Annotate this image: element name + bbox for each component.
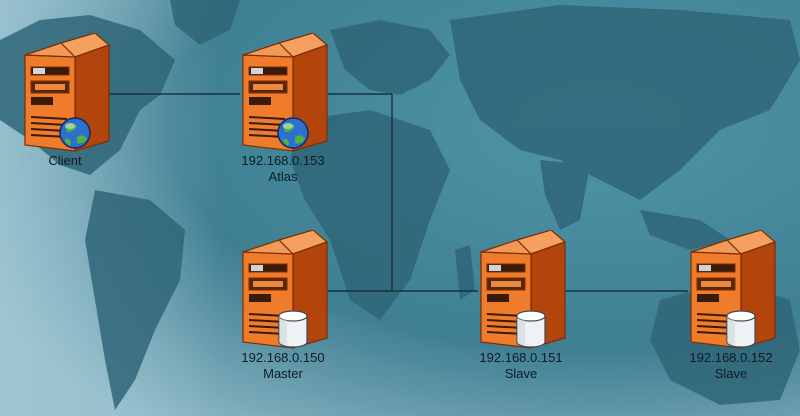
continent-africa (290, 110, 450, 320)
server-role-label: Slave (714, 366, 748, 381)
globe-icon (277, 117, 309, 149)
continent-asia (450, 5, 800, 200)
database-icon (278, 310, 308, 348)
server-ip-label: 192.168.0.150 (241, 350, 325, 365)
server-icon (480, 230, 567, 349)
server-icon (242, 33, 329, 152)
continent-south-america (85, 190, 185, 410)
globe-icon (59, 117, 91, 149)
server-role-label: Client (48, 153, 82, 168)
server-icon (690, 230, 777, 349)
continent-greenland (170, 0, 240, 45)
server-role-label: Atlas (268, 169, 298, 184)
server-node-client[interactable]: Client (0, 33, 145, 169)
server-role-label: Slave (504, 366, 538, 381)
server-icon (24, 33, 111, 152)
server-role-label: Master (263, 366, 303, 381)
database-icon (516, 310, 546, 348)
continent-islands (640, 210, 730, 250)
server-ip-label: 192.168.0.152 (689, 350, 773, 365)
continent-europe (330, 20, 450, 95)
database-icon (726, 310, 756, 348)
server-icon (242, 230, 329, 349)
continent-india (540, 160, 590, 230)
server-ip-label: 192.168.0.151 (479, 350, 563, 365)
server-ip-label: 192.168.0.153 (241, 153, 325, 168)
network-links (108, 93, 688, 292)
continent-madagascar (455, 245, 475, 300)
